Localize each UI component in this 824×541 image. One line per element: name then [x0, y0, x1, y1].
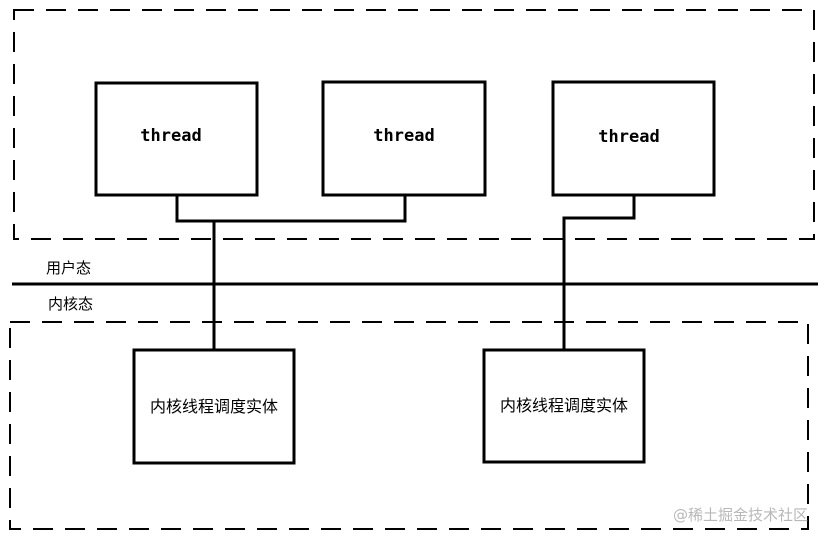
connector-thread-3-to-kernel-2: [562, 195, 636, 350]
thread-box-1: thread: [94, 81, 259, 197]
kernel-entity-box-1: 内核线程调度实体: [132, 348, 296, 465]
thread-label: thread: [373, 126, 434, 146]
kernel-entity-box-2: 内核线程调度实体: [482, 348, 646, 464]
thread-label: thread: [140, 126, 201, 146]
thread-box-3: thread: [551, 80, 716, 197]
kernel-mode-label: 内核态: [48, 295, 93, 313]
kernel-entity-label: 内核线程调度实体: [150, 397, 278, 416]
kernel-entity-label: 内核线程调度实体: [500, 396, 628, 415]
thread-box-2: thread: [321, 80, 487, 197]
watermark-text: @稀土掘金技术社区: [673, 506, 808, 524]
connector-threads-1-2-to-kernel-1: [175, 195, 407, 223]
user-space-region: [13, 9, 815, 240]
user-mode-label: 用户态: [46, 259, 91, 277]
thread-label: thread: [598, 127, 659, 147]
kernel-space-region: [9, 321, 809, 530]
